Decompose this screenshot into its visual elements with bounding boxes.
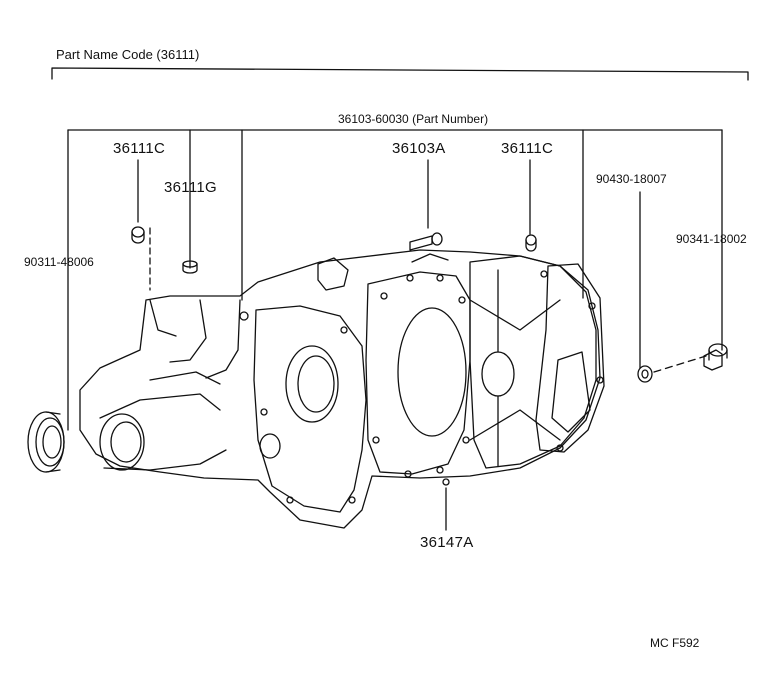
callout-36111G: 36111G <box>164 179 217 196</box>
plug-36111C-left <box>131 226 145 244</box>
callout-90430-18007: 90430-18007 <box>596 172 667 186</box>
oil-seal-90311 <box>27 411 65 473</box>
transfer-case-housing <box>79 249 605 529</box>
plug-36111C-right <box>525 234 537 252</box>
callout-36111C-right: 36111C <box>501 140 554 157</box>
part-name-code-label: Part Name Code (36111) <box>56 47 200 62</box>
leader-lines <box>137 159 707 531</box>
callout-36103A: 36103A <box>392 140 446 157</box>
gasket-leader <box>442 478 450 486</box>
callout-36111C-left: 36111C <box>113 140 166 157</box>
assembly-bracket <box>67 129 723 431</box>
figure-code: MC F592 <box>650 636 700 650</box>
pin-36111G <box>182 260 198 274</box>
callout-90311-48006: 90311-48006 <box>24 255 94 269</box>
gasket-90430 <box>637 365 653 383</box>
bolt-36103A <box>409 232 443 251</box>
assembly-part-number-label: 36103-60030 (Part Number) <box>338 112 489 126</box>
drain-plug-90341 <box>703 343 728 371</box>
part-name-code-bracket <box>51 67 749 81</box>
callout-90341-18002: 90341-18002 <box>676 232 747 246</box>
callout-36147A: 36147A <box>420 534 474 551</box>
